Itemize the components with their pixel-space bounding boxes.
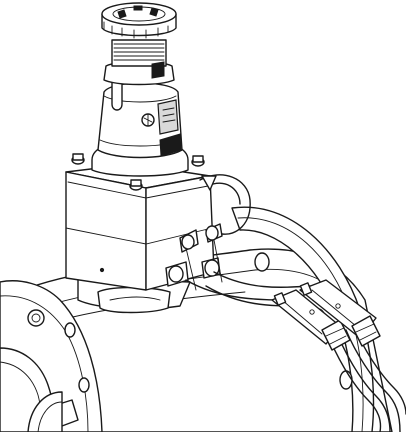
bonnet <box>103 39 175 86</box>
handwheel <box>101 2 177 39</box>
actuator-housing <box>65 153 215 291</box>
arc-bracket <box>199 174 251 235</box>
bottom-bore <box>27 391 63 432</box>
yoke-body <box>91 79 189 177</box>
connector-plugs <box>271 279 381 351</box>
